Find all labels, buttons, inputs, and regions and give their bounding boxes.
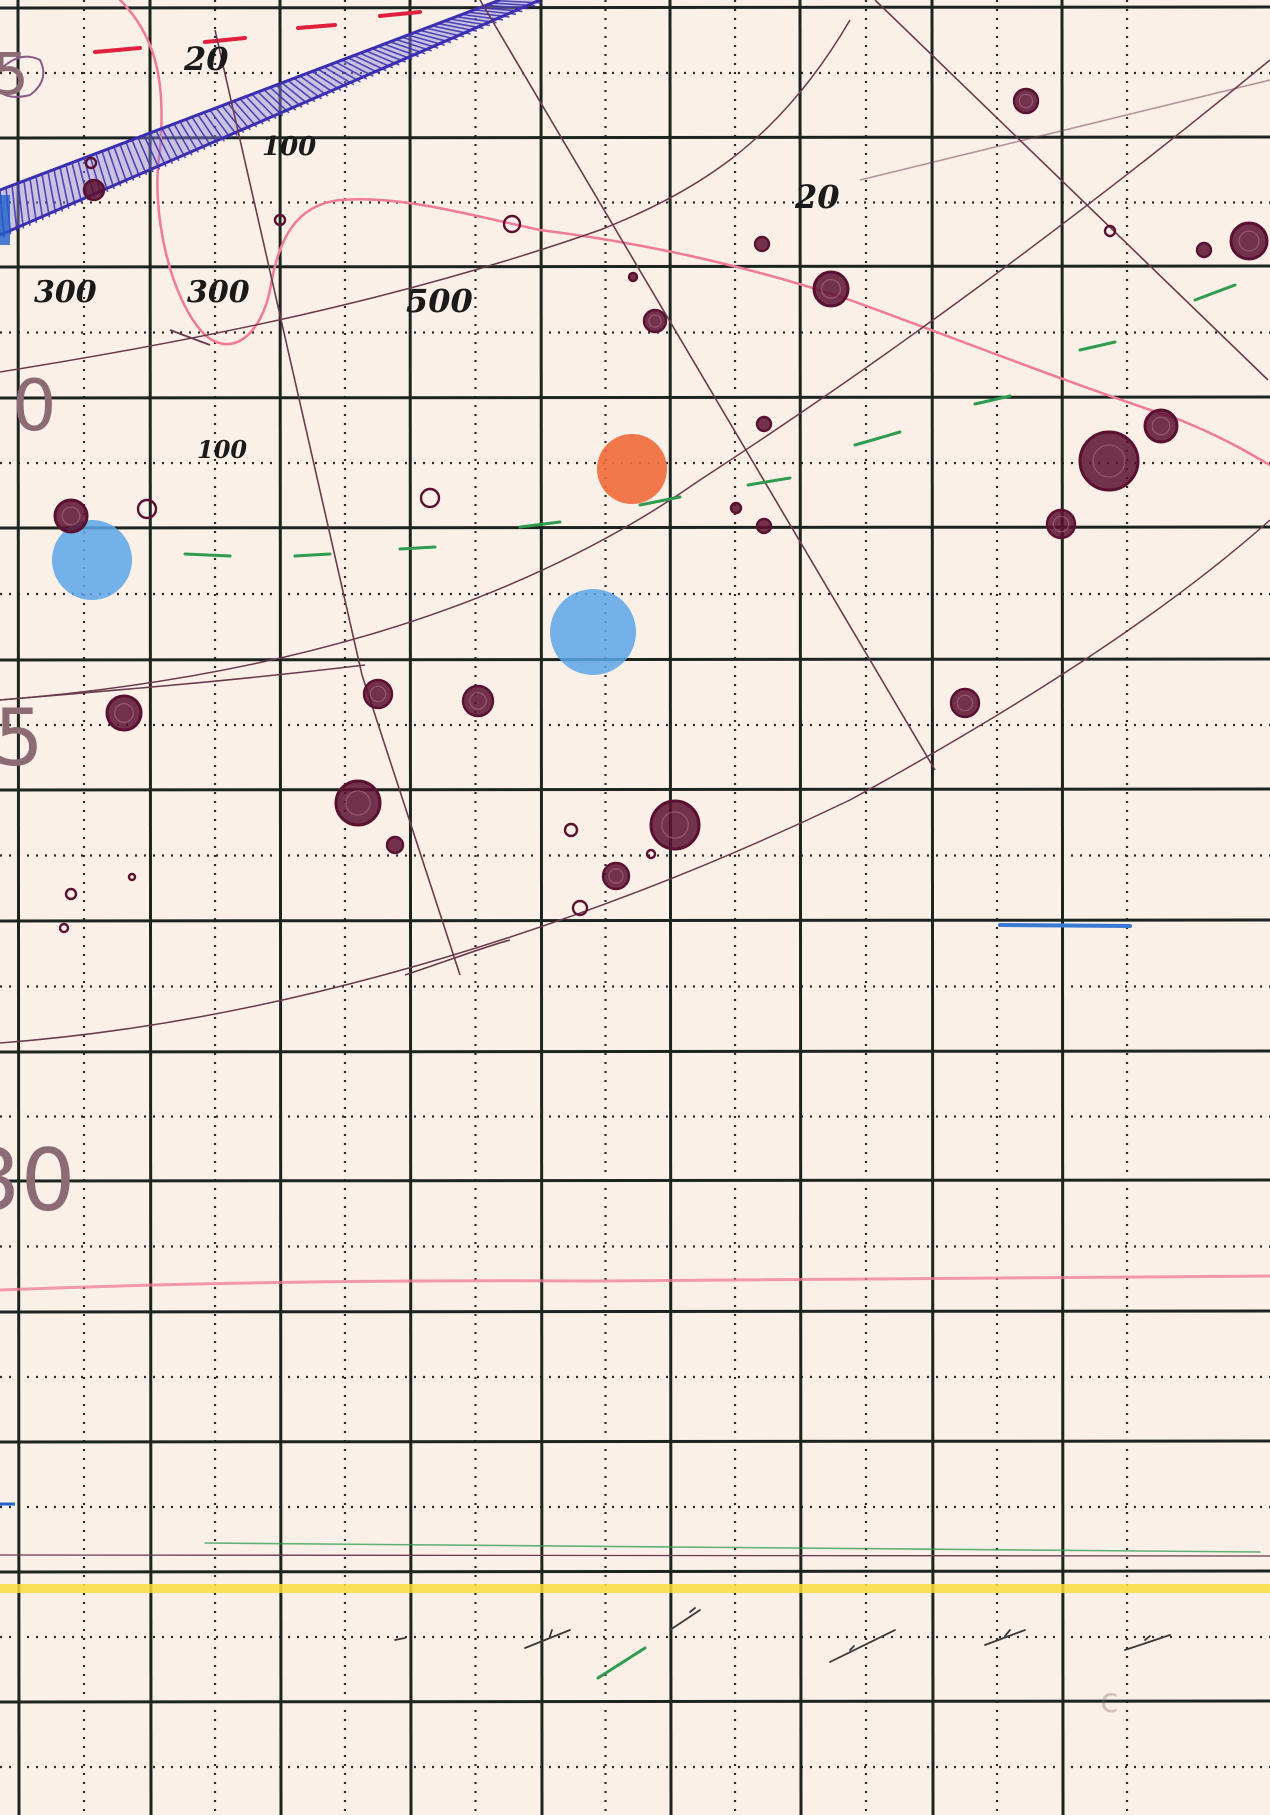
- filled-circle: [1145, 410, 1177, 442]
- grid-line-vertical: [932, 0, 933, 1815]
- orange-disc: [597, 434, 667, 504]
- filled-circle: [1047, 510, 1075, 538]
- filled-circle: [757, 417, 771, 431]
- edge-label-5-mid: 5: [0, 694, 44, 784]
- filled-circle: [951, 689, 979, 717]
- ring-circle: [421, 489, 439, 507]
- ring-circle: [138, 500, 156, 518]
- label-300-left: 300: [34, 275, 97, 310]
- grid-line-vertical: [541, 0, 542, 1815]
- pink-baseline: [0, 1276, 1270, 1290]
- pencil-baseline: [0, 1555, 1270, 1556]
- filled-circle: [1231, 223, 1267, 259]
- light-blue-stroke: [1000, 925, 1130, 926]
- edge-label-5-top: 5: [0, 40, 29, 108]
- ring-circle: [60, 924, 68, 932]
- grid-line-vertical: [800, 0, 801, 1815]
- grid-line-horizontal: [0, 659, 1270, 660]
- green-dashes: [185, 285, 1260, 1678]
- edge-label-0: 0: [12, 365, 57, 447]
- edge-label-30: 30: [0, 1131, 75, 1231]
- label-20-top: 20: [183, 40, 229, 78]
- ring-circle: [129, 874, 135, 880]
- filled-circle: [387, 837, 403, 853]
- label-500: 500: [406, 282, 473, 320]
- grid-line-vertical: [150, 0, 151, 1815]
- label-20-right: 20: [794, 178, 840, 216]
- grid-line-horizontal: [0, 266, 1270, 267]
- grid-line-horizontal: [0, 920, 1270, 921]
- blue-hatched-band: [0, 0, 542, 245]
- filled-circle: [55, 500, 87, 532]
- grid-line-horizontal: [0, 1441, 1270, 1442]
- filled-circle: [336, 781, 380, 825]
- filled-circle: [629, 273, 637, 281]
- ring-circle: [647, 850, 655, 858]
- grid-line-vertical: [280, 0, 281, 1815]
- filled-circle: [651, 801, 699, 849]
- light-blue-disc-center: [550, 589, 636, 675]
- filled-circle: [814, 272, 848, 306]
- pencil-arcs: [0, 20, 1270, 1043]
- label-300-mid: 300: [187, 275, 250, 310]
- filled-circle: [757, 519, 771, 533]
- filled-circle: [364, 680, 392, 708]
- grid-line-horizontal: [0, 397, 1270, 398]
- burgundy-circles: [55, 89, 1267, 932]
- filled-circle: [644, 310, 666, 332]
- grid-line-vertical: [670, 0, 671, 1815]
- filled-circle: [1080, 432, 1138, 490]
- filled-circle: [463, 686, 493, 716]
- ring-circle: [66, 889, 76, 899]
- filled-circle: [1014, 89, 1038, 113]
- grid-line-horizontal: [0, 1311, 1270, 1312]
- grid-line-horizontal: [0, 1571, 1270, 1572]
- grid-line-horizontal: [0, 1051, 1270, 1052]
- filled-circle: [731, 503, 741, 513]
- faint-letter-c: c: [1100, 1681, 1119, 1721]
- ring-circle: [565, 824, 577, 836]
- label-100-mid: 100: [197, 435, 247, 464]
- grid-line-vertical: [410, 0, 411, 1815]
- filled-circle: [603, 863, 629, 889]
- pink-contours: [0, 0, 1270, 1290]
- label-100-top: 100: [262, 132, 316, 162]
- filled-circle: [755, 237, 769, 251]
- filled-circle: [107, 696, 141, 730]
- arc-middle: [0, 60, 1270, 700]
- yellow-highlighter-line: [0, 1584, 1270, 1593]
- grid-line-horizontal: [0, 1180, 1270, 1181]
- handwritten-labels: 20 100 20 300 300 500 100 5 0 5 30 c: [0, 40, 1119, 1721]
- pink-contour-loop-left: [120, 0, 1270, 465]
- filled-circle: [1197, 243, 1211, 257]
- grid-line-vertical: [1062, 0, 1063, 1815]
- grid-line-horizontal: [0, 789, 1270, 790]
- grid-line-horizontal: [0, 1701, 1270, 1702]
- grid-line-horizontal: [0, 527, 1270, 528]
- pencil-ticks: [395, 1608, 1170, 1662]
- grid-line-vertical: [18, 0, 19, 1815]
- filled-circle: [84, 180, 104, 200]
- grid-line-horizontal: [0, 7, 1270, 8]
- arc-lower: [0, 520, 1270, 1043]
